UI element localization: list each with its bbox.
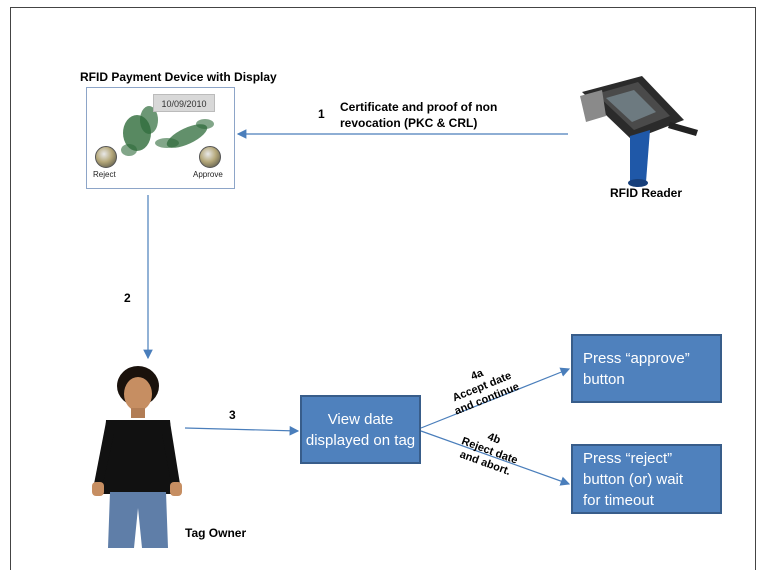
view-date-box: View date displayed on tag — [300, 395, 421, 464]
payment-device: 10/09/2010 Reject Approve — [86, 87, 235, 189]
tag-owner-person-icon — [92, 366, 182, 548]
arrow-view-to-reject — [420, 430, 571, 486]
approve-line2: button — [583, 371, 625, 388]
approve-box: Press “approve” button — [571, 334, 722, 403]
device-approve-label: Approve — [193, 170, 223, 179]
device-reject-label: Reject — [93, 170, 116, 179]
step-1-line2: revocation (PKC & CRL) — [340, 116, 478, 130]
arrow-owner-to-view — [184, 425, 300, 436]
step-2-number: 2 — [124, 291, 131, 305]
reject-line1: Press “reject” — [583, 450, 673, 467]
reader-label: RFID Reader — [610, 186, 683, 200]
arrow-view-to-approve — [420, 367, 571, 429]
reject-box: Press “reject” button (or) wait for time… — [571, 444, 722, 514]
device-title: RFID Payment Device with Display — [80, 70, 277, 84]
approve-line1: Press “approve” — [583, 350, 690, 367]
step-1-number: 1 — [318, 107, 325, 121]
signature-graphic-icon — [121, 106, 214, 156]
step-1-line1: Certificate and proof of non — [340, 100, 498, 114]
diagram-frame — [10, 7, 756, 570]
view-date-line1: View date — [327, 411, 394, 428]
device-reject-button[interactable] — [95, 146, 117, 168]
owner-label: Tag Owner — [185, 526, 247, 540]
reject-line3: for timeout — [583, 492, 654, 509]
reject-line2: button (or) wait — [583, 471, 684, 488]
device-approve-button[interactable] — [199, 146, 221, 168]
view-date-line2: displayed on tag — [305, 432, 416, 449]
rfid-reader-icon — [580, 76, 698, 187]
step-3-number: 3 — [229, 408, 236, 422]
device-date: 10/09/2010 — [153, 94, 215, 112]
